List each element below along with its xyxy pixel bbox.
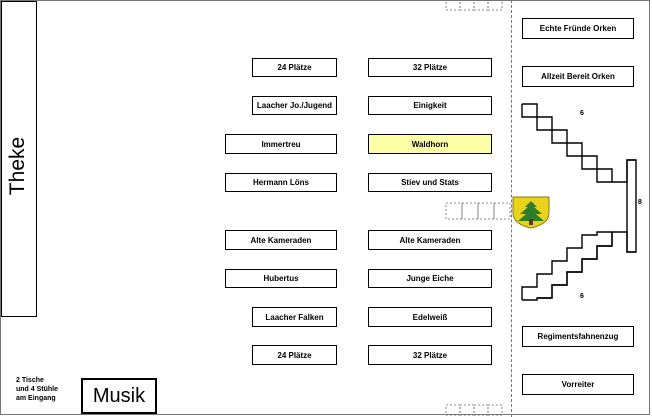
stage-steps-upper bbox=[521, 103, 636, 183]
table-laacher-jugend: Laacher Jo./Jugend bbox=[252, 96, 337, 115]
table-24-plaetze-top: 24 Plätze bbox=[252, 58, 337, 77]
entrance-note-line: und 4 Stühle bbox=[16, 386, 58, 393]
box-allzeit-bereit-orken: Allzeit Bereit Orken bbox=[522, 66, 634, 87]
table-32-plaetze-bottom: 32 Plätze bbox=[368, 345, 492, 365]
table-waldhorn: Waldhorn bbox=[368, 134, 492, 154]
stage-label-bottom: 6 bbox=[580, 293, 584, 300]
table-hubertus: Hubertus bbox=[225, 269, 337, 288]
theke-bar bbox=[1, 1, 37, 317]
musik-box: Musik bbox=[81, 378, 157, 414]
box-echte-fruende-orken: Echte Fründe Orken bbox=[522, 18, 634, 39]
stage-label-side: 8 bbox=[638, 199, 642, 206]
table-24-plaetze-bottom: 24 Plätze bbox=[252, 345, 337, 365]
box-regimentsfahnenzug: Regimentsfahnenzug bbox=[522, 326, 634, 347]
table-stiev-und-stats: Stiev und Stats bbox=[368, 173, 492, 192]
stage-label-top: 6 bbox=[580, 110, 584, 117]
table-immertreu: Immertreu bbox=[225, 134, 337, 154]
stage-side-block bbox=[626, 159, 637, 253]
entrance-note-line: 2 Tische bbox=[16, 377, 44, 384]
dashed-chairs-top bbox=[445, 0, 503, 11]
table-einigkeit: Einigkeit bbox=[368, 96, 492, 115]
table-junge-eiche: Junge Eiche bbox=[368, 269, 492, 288]
dashed-chairs-bottom bbox=[445, 404, 503, 416]
box-vorreiter: Vorreiter bbox=[522, 374, 634, 395]
table-hermann-loens: Hermann Löns bbox=[225, 173, 337, 192]
table-edelweiss: Edelweiß bbox=[368, 307, 492, 327]
table-alte-kameraden-left: Alte Kameraden bbox=[225, 230, 337, 250]
dashed-chairs-middle bbox=[445, 202, 511, 220]
table-alte-kameraden-right: Alte Kameraden bbox=[368, 230, 492, 250]
entrance-note: 2 Tische und 4 Stühle am Eingang bbox=[16, 376, 58, 403]
table-32-plaetze-top: 32 Plätze bbox=[368, 58, 492, 77]
coat-of-arms-icon bbox=[512, 196, 550, 229]
stage-steps-lower bbox=[521, 231, 636, 301]
stage-boundary-line bbox=[511, 0, 512, 417]
table-laacher-falken: Laacher Falken bbox=[252, 307, 337, 327]
entrance-note-line: am Eingang bbox=[16, 395, 56, 402]
